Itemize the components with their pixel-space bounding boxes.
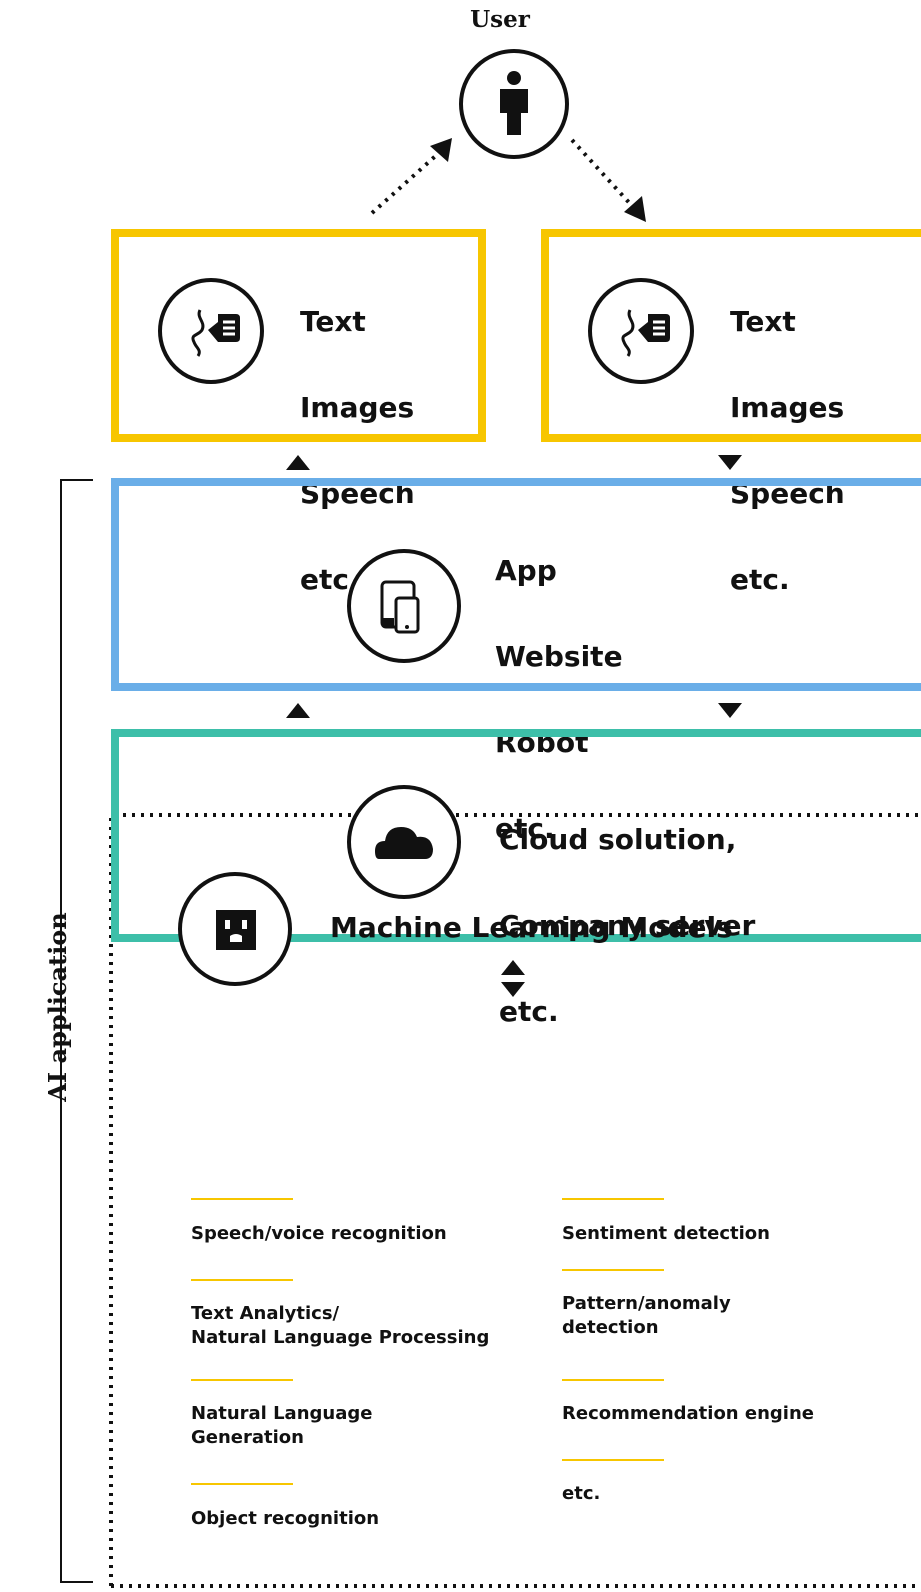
server-box-text: Cloud solution, Company server etc. <box>499 775 755 1076</box>
arrowhead-down-right <box>624 196 646 222</box>
ai-application-label: AI application <box>43 912 72 1102</box>
ml-item: etc. <box>562 1483 601 1504</box>
ml-rule <box>191 1483 293 1485</box>
devices-icon <box>380 580 420 634</box>
ml-item: Object recognition <box>191 1508 380 1529</box>
server-line: etc. <box>499 995 559 1028</box>
output-icon-circle <box>588 278 694 384</box>
person-icon <box>500 71 528 135</box>
output-box: Text Images Speech etc. <box>541 229 921 596</box>
ml-rule <box>562 1379 664 1381</box>
arrowhead-up-left <box>430 138 452 162</box>
output-line: Images <box>730 391 845 424</box>
outlet-icon <box>216 910 256 950</box>
ml-item: Sentiment detection <box>562 1223 770 1244</box>
server-icon-circle <box>347 785 461 899</box>
ml-item: Speech/voice recognition <box>191 1223 447 1244</box>
arrow-up-2 <box>286 703 310 718</box>
output-box-text: Text Images Speech etc. <box>730 257 845 644</box>
server-line: Company server <box>499 909 756 942</box>
ml-item: Recommendation engine <box>562 1403 814 1424</box>
ml-rule <box>562 1459 664 1461</box>
interface-box: App Website Robot etc. <box>111 478 921 845</box>
ml-title: Machine Learning Models <box>330 911 733 944</box>
ml-item: Pattern/anomaly detection <box>562 1293 731 1338</box>
user-circle <box>459 49 569 159</box>
server-box: Cloud solution, Company server etc. <box>111 729 921 1028</box>
ml-rule <box>191 1379 293 1381</box>
ai-bracket <box>60 479 93 1583</box>
input-line: Text <box>300 305 366 338</box>
interface-icon-circle <box>347 549 461 663</box>
interface-line: etc. <box>495 812 555 845</box>
input-line: Images <box>300 391 415 424</box>
speech-chat-icon <box>621 309 670 357</box>
dotted-arrow-to-user <box>370 150 442 215</box>
arrow-down-1 <box>718 455 742 470</box>
output-line: Text <box>730 305 796 338</box>
ml-rule <box>191 1198 293 1200</box>
input-icon-circle <box>158 278 264 384</box>
output-line: etc. <box>730 563 790 596</box>
arrow-down-2 <box>718 703 742 718</box>
speech-chat-icon <box>191 309 240 357</box>
ml-item: Text Analytics/ Natural Language Process… <box>191 1303 490 1348</box>
interface-line: Website <box>495 640 623 673</box>
ml-rule <box>562 1198 664 1200</box>
arrow-up-3 <box>501 960 525 975</box>
arrow-down-3 <box>501 982 525 997</box>
ml-icon-circle <box>178 872 292 986</box>
ml-item: Natural Language Generation <box>191 1403 373 1448</box>
ml-rule <box>191 1279 293 1281</box>
user-label: User <box>470 6 530 33</box>
arrow-up-1 <box>286 455 310 470</box>
interface-line: App <box>495 554 557 587</box>
cloud-icon <box>375 827 433 859</box>
server-line: Cloud solution, <box>499 823 737 856</box>
dotted-arrow-from-user <box>570 138 636 210</box>
ml-rule <box>562 1269 664 1271</box>
input-box: Text Images Speech etc. <box>111 229 486 596</box>
